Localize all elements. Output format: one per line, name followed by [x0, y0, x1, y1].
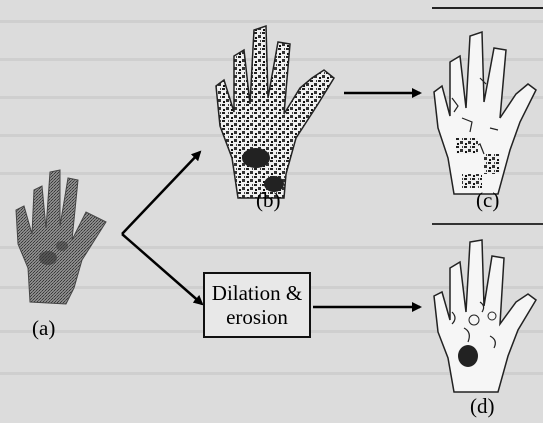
dilation-erosion-box: Dilation & erosion [203, 272, 311, 338]
arrow-a-to-box [122, 234, 202, 304]
hand-image-intermediate [434, 32, 536, 194]
panel-label-a: (a) [32, 316, 55, 341]
process-box-line-1: Dilation & [212, 281, 302, 305]
process-box-line-2: erosion [226, 305, 288, 329]
panel-label-d: (d) [470, 394, 495, 419]
panel-label-c: (c) [476, 188, 499, 213]
hand-image-original [16, 170, 106, 304]
hand-image-result [434, 240, 536, 392]
arrow-a-to-b [122, 152, 200, 234]
panel-label-b: (b) [256, 188, 281, 213]
